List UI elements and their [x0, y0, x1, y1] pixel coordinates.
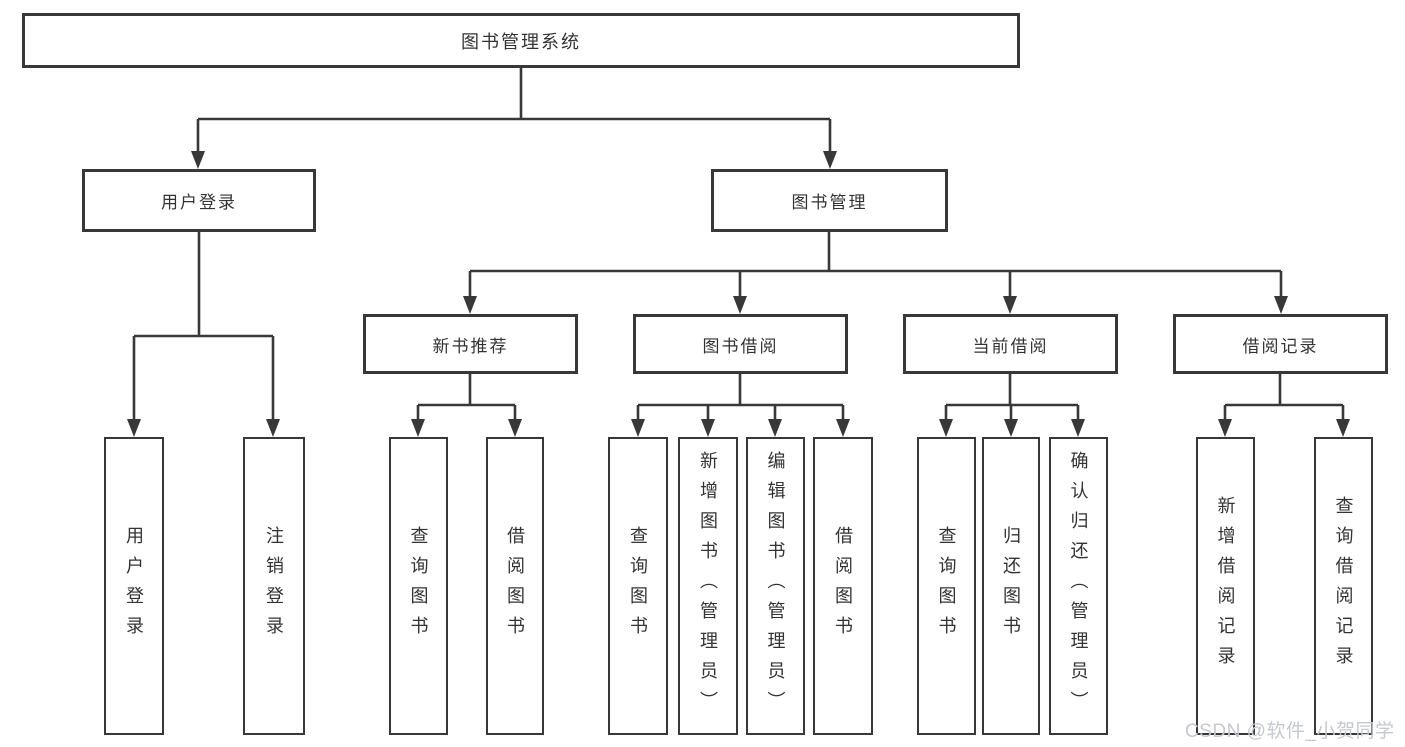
leaf-user-login: 用户登录: [104, 437, 164, 735]
node-book-management: 图书管理: [711, 169, 948, 232]
leaf-query-books-borrow-label: 查询图书: [628, 526, 648, 646]
node-current-borrow: 当前借阅: [903, 314, 1118, 374]
leaf-confirm-return-admin: 确认归还（管理员）: [1049, 437, 1108, 735]
leaf-logout: 注销登录: [243, 437, 305, 735]
leaf-edit-books-admin-label: 编辑图书（管理员）: [765, 451, 786, 721]
leaf-query-books-recommend-label: 查询图书: [408, 526, 429, 646]
node-root: 图书管理系统: [22, 13, 1020, 68]
csdn-watermark: CSDN @软件_小贺同学: [1185, 721, 1395, 742]
node-borrow-records: 借阅记录: [1173, 314, 1388, 374]
leaf-user-login-label: 用户登录: [124, 526, 144, 646]
node-user-login-label: 用户登录: [161, 193, 237, 212]
leaf-query-books-borrow: 查询图书: [608, 437, 668, 735]
leaf-query-books-current: 查询图书: [917, 437, 976, 735]
leaf-add-books-admin: 新增图书（管理员）: [678, 437, 738, 735]
node-new-book-recommend-label: 新书推荐: [432, 336, 509, 356]
leaf-query-borrow-record: 查询借阅记录: [1314, 437, 1373, 735]
leaf-borrow-books-label: 借阅图书: [833, 526, 853, 646]
leaf-add-books-admin-label: 新增图书（管理员）: [698, 451, 718, 721]
leaf-return-books-label: 归还图书: [1001, 526, 1021, 646]
leaf-confirm-return-admin-label: 确认归还（管理员）: [1068, 451, 1089, 721]
leaf-edit-books-admin: 编辑图书（管理员）: [746, 437, 805, 735]
node-current-borrow-label: 当前借阅: [972, 336, 1049, 356]
leaf-query-books-current-label: 查询图书: [936, 526, 957, 646]
leaf-query-borrow-record-label: 查询借阅记录: [1333, 496, 1354, 676]
node-book-management-label: 图书管理: [791, 193, 868, 212]
leaf-borrow-books-recommend-label: 借阅图书: [505, 526, 525, 646]
leaf-borrow-books-recommend: 借阅图书: [486, 437, 544, 735]
node-user-login: 用户登录: [82, 169, 316, 232]
leaf-logout-label: 注销登录: [264, 526, 284, 646]
node-book-borrow-label: 图书借阅: [702, 336, 779, 356]
leaf-return-books: 归还图书: [982, 437, 1040, 735]
node-new-book-recommend: 新书推荐: [363, 314, 578, 374]
node-borrow-records-label: 借阅记录: [1242, 336, 1319, 356]
node-book-borrow: 图书借阅: [633, 314, 848, 374]
leaf-add-borrow-record: 新增借阅记录: [1196, 437, 1255, 735]
leaf-borrow-books: 借阅图书: [813, 437, 873, 735]
node-root-label: 图书管理系统: [461, 31, 581, 52]
leaf-query-books-recommend: 查询图书: [389, 437, 448, 735]
leaf-add-borrow-record-label: 新增借阅记录: [1215, 496, 1236, 676]
